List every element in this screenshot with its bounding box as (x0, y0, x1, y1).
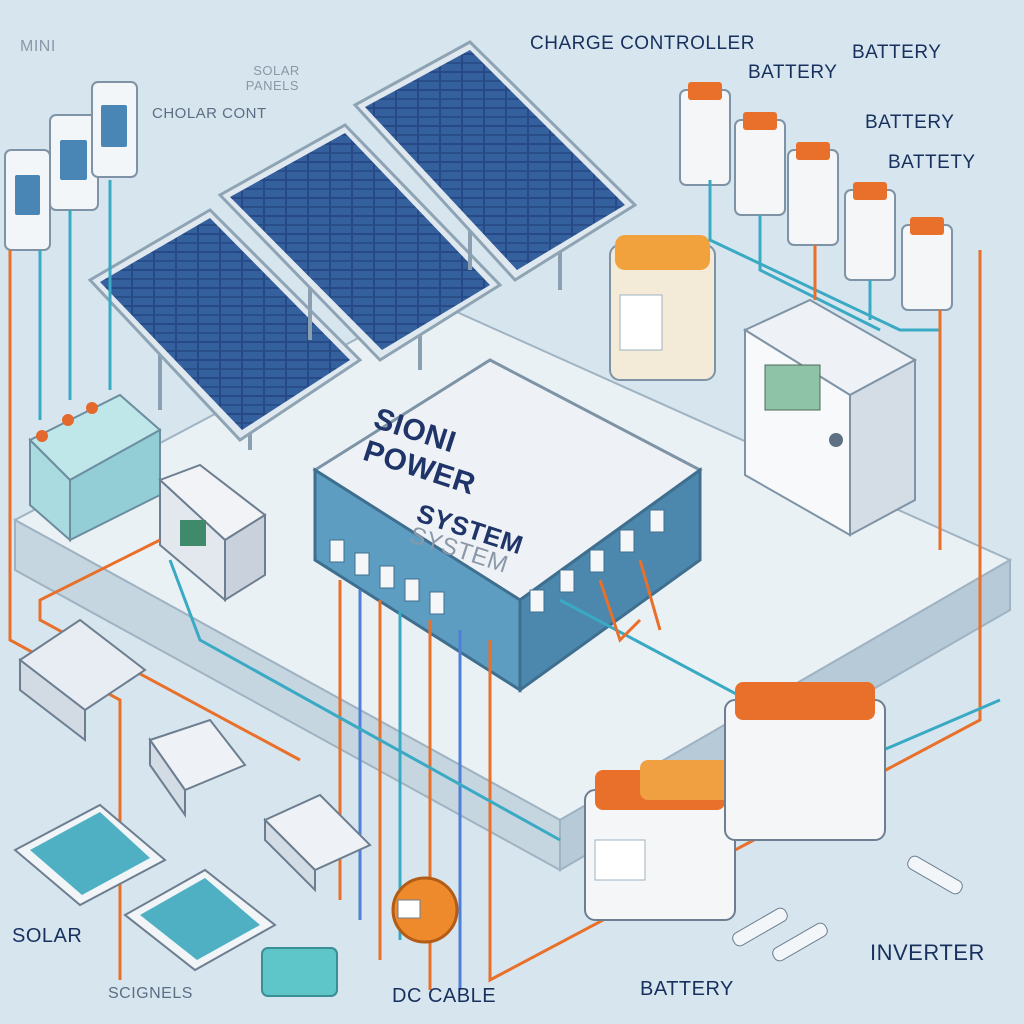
mini-device-2 (49, 114, 99, 211)
mini-device-3 (91, 81, 138, 178)
orange-battery (609, 235, 716, 381)
solar-card-1 (13, 803, 167, 907)
label-battery-bottom: BATTERY (640, 978, 734, 1000)
left-inverter-unit (18, 618, 147, 743)
battery-bank (584, 682, 886, 921)
label-battery-2: BATTERY (852, 42, 942, 63)
mini-device-1 (4, 149, 51, 251)
connectors (732, 855, 963, 962)
small-module-1 (148, 718, 247, 819)
teal-box (261, 947, 338, 997)
solar-panel-1 (87, 208, 363, 450)
charge-controller-box (742, 298, 918, 537)
small-module-2 (263, 793, 372, 893)
label-scignels: SCIGNELS (108, 985, 193, 1002)
label-battery-3: BATTERY (865, 112, 955, 133)
label-inverter: INVERTER (870, 940, 985, 965)
hub-terminals (329, 509, 665, 615)
solar-panel-3 (352, 40, 638, 290)
label-solar-bottom: SOLAR (12, 925, 83, 947)
top-batteries (679, 82, 953, 311)
label-cholar-cont: CHOLAR CONT (152, 105, 267, 122)
label-battery-1: BATTERY (748, 62, 838, 83)
left-battery (28, 393, 162, 543)
label-solar-panels-top: SOLAR PANELS (245, 48, 300, 93)
label-battety: BATTETY (888, 152, 976, 173)
solar-panel-2 (217, 123, 503, 370)
label-mini: MINI (20, 38, 56, 55)
label-dc-cable: DC CABLE (392, 985, 497, 1007)
label-solar-panels-top-text: SOLAR PANELS (245, 63, 300, 93)
label-charge-controller: CHARGE CONTROLLER (530, 33, 755, 54)
dc-cable-spool (391, 876, 459, 944)
solar-card-2 (123, 868, 277, 972)
small-controller (158, 463, 267, 603)
